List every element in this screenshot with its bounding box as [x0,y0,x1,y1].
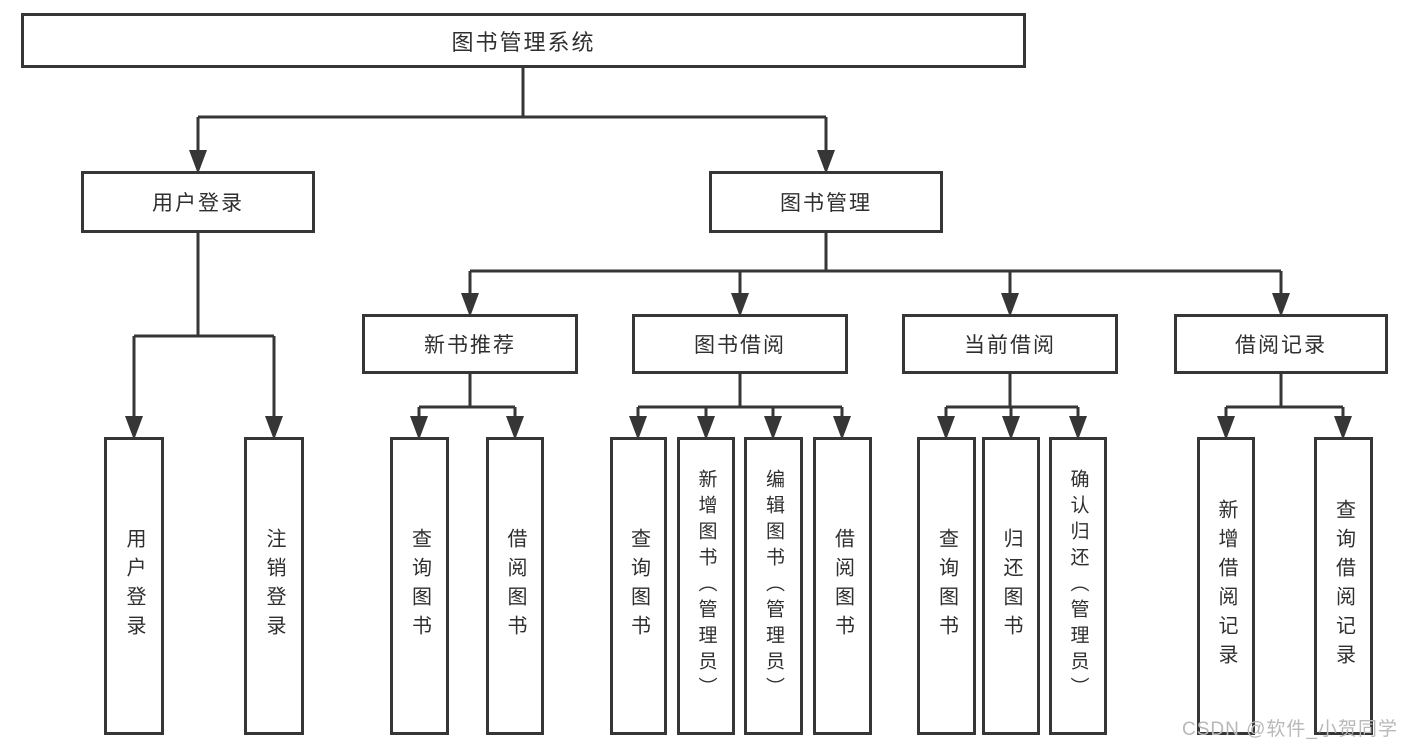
node-borrow-records: 借阅记录 [1174,314,1388,374]
leaf-add-borrow-record-label: 新增借阅记录 [1215,499,1237,673]
connector-new-books-children [417,374,517,420]
connector-book-mgmt-children [468,233,1283,297]
node-current-borrow-label: 当前借阅 [964,334,1056,357]
csdn-watermark: CSDN @软件_小贺同学 [1182,719,1398,740]
node-library-system: 图书管理系统 [21,13,1026,68]
node-book-management: 图书管理 [709,171,943,233]
node-book-borrow: 图书借阅 [632,314,848,374]
connector-borrow-records-children [1224,374,1345,420]
leaf-borrow-books-nb-label: 借阅图书 [504,528,526,644]
leaf-edit-books-admin: 编辑图书（管理员） [744,437,803,735]
leaf-user-login-label: 用户登录 [123,528,145,644]
leaf-confirm-return-admin-label: 确认归还（管理员） [1067,469,1089,703]
node-library-system-label: 图书管理系统 [451,29,596,55]
node-borrow-records-label: 借阅记录 [1235,334,1327,357]
leaf-logout: 注销登录 [244,437,304,735]
leaf-borrow-books-nb: 借阅图书 [486,437,544,735]
connector-book-borrow-children [636,374,844,420]
leaf-query-books-cb-label: 查询图书 [935,528,958,644]
leaf-edit-books-admin-label: 编辑图书（管理员） [763,469,784,703]
leaf-query-books-bb-label: 查询图书 [627,528,650,644]
leaf-query-books-nb: 查询图书 [390,437,449,735]
leaf-query-books-bb: 查询图书 [610,437,667,735]
connector-current-borrow-children [944,374,1080,420]
node-new-book-recommend: 新书推荐 [362,314,578,374]
leaf-borrow-books-bb: 借阅图书 [813,437,872,735]
node-book-management-label: 图书管理 [780,192,872,215]
leaf-query-books-cb: 查询图书 [917,437,976,735]
leaf-user-login: 用户登录 [104,437,164,735]
node-book-borrow-label: 图书借阅 [694,334,786,357]
leaf-add-books-admin: 新增图书（管理员） [677,437,735,735]
leaf-return-books: 归还图书 [982,437,1040,735]
leaf-query-borrow-record-label: 查询借阅记录 [1332,499,1355,673]
leaf-borrow-books-bb-label: 借阅图书 [831,528,854,644]
leaf-confirm-return-admin: 确认归还（管理员） [1049,437,1107,735]
leaf-add-books-admin-label: 新增图书（管理员） [695,469,717,703]
node-current-borrow: 当前借阅 [902,314,1118,374]
connector-user-login-children [132,233,276,420]
connector-root-to-level1 [196,68,828,154]
leaf-add-borrow-record: 新增借阅记录 [1197,437,1255,735]
leaf-logout-label: 注销登录 [263,528,285,644]
node-user-login-label: 用户登录 [152,192,244,215]
leaf-return-books-label: 归还图书 [1000,528,1022,644]
leaf-query-borrow-record: 查询借阅记录 [1314,437,1373,735]
node-user-login: 用户登录 [81,171,315,233]
node-new-book-recommend-label: 新书推荐 [424,334,516,357]
leaf-query-books-nb-label: 查询图书 [408,528,431,644]
